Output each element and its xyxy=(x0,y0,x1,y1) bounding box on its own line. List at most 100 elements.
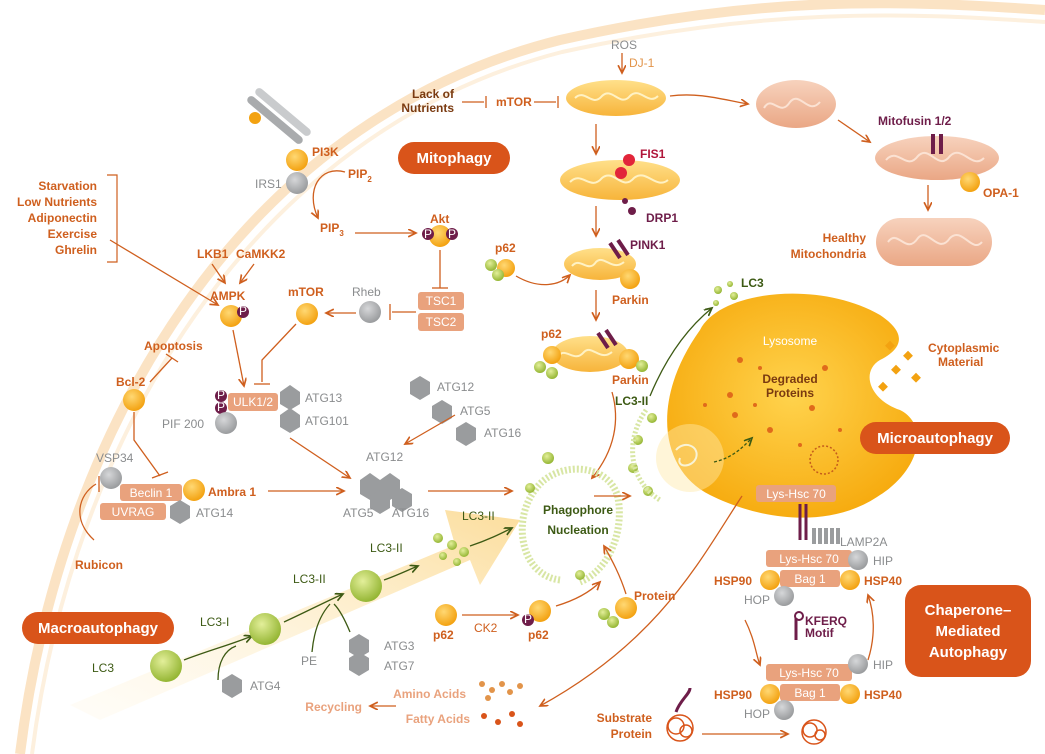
ub-node-4 xyxy=(546,367,558,379)
atg14-hex xyxy=(170,500,190,524)
ampk-label: AMPK xyxy=(210,289,246,303)
akt-phospho-2 xyxy=(446,228,458,240)
bcl2-label: Bcl-2 xyxy=(116,375,146,389)
cytoplasmic-line1: Cytoplasmic xyxy=(928,341,1000,355)
fis1-label: FIS1 xyxy=(640,147,666,161)
hop1-label: HOP xyxy=(744,593,770,607)
lc3i-node xyxy=(249,613,281,645)
ub-node-6 xyxy=(598,608,610,620)
drp1-dot-1 xyxy=(622,198,628,204)
dj1-label: DJ-1 xyxy=(629,56,655,70)
cma-line2: Mediated xyxy=(935,623,1000,640)
beclin-box xyxy=(120,484,182,501)
pink1-icon xyxy=(608,238,630,260)
ub-node-5 xyxy=(636,360,648,372)
rubicon-label: Rubicon xyxy=(75,558,123,572)
beads-to-phagophore-arrow xyxy=(469,528,512,547)
pip3-label: PIP3 xyxy=(320,221,344,238)
ampk-p-text: P xyxy=(239,304,247,318)
opa1-label: OPA-1 xyxy=(983,186,1019,200)
ulk-p1-text: P xyxy=(217,388,225,402)
p62-p-text: P xyxy=(524,612,532,626)
pi3k-node xyxy=(286,149,308,171)
ampk-to-ulk-arrow xyxy=(232,329,244,386)
p62-phospho xyxy=(522,614,534,626)
hip1-node xyxy=(848,550,868,570)
hsp90-label-2: HSP90 xyxy=(714,688,752,702)
substrate-line1: Substrate xyxy=(597,711,653,725)
tsc1-label: TSC1 xyxy=(426,294,457,308)
atg4-feed xyxy=(217,645,237,681)
beclin-inhibit-bar xyxy=(151,471,169,479)
bag1-label: Bag 1 xyxy=(794,572,826,586)
autophagosome-cargo xyxy=(675,443,698,467)
lyshsc-inner-box xyxy=(756,485,836,502)
mitophagy-pill xyxy=(398,142,510,174)
ulk-phospho-1 xyxy=(215,390,227,402)
lc3ii-lys-label: LC3-II xyxy=(615,394,648,408)
healthy-line1: Healthy xyxy=(823,231,867,245)
mito-to-healthy-arrow xyxy=(669,94,748,104)
lack-nutrients-line1: Lack of xyxy=(412,87,455,101)
amino-acids-label: Amino Acids xyxy=(393,687,466,701)
microautophagy-title: Microautophagy xyxy=(877,430,993,447)
ub-node-7 xyxy=(607,616,619,628)
mitofusin-icon-1 xyxy=(931,134,935,154)
lyshsc1-label: Lys-Hsc 70 xyxy=(779,552,839,566)
ub-node-1 xyxy=(485,259,497,271)
lysosome-lc3-beads xyxy=(628,413,657,496)
stimulus-ghrelin: Ghrelin xyxy=(55,243,97,257)
phagophore-line2: Nucleation xyxy=(547,523,608,537)
lysosome xyxy=(667,293,918,518)
beclin-label: Beclin 1 xyxy=(130,486,173,500)
atg5-label: ATG5 xyxy=(343,506,374,520)
atg12-top-label: ATG12 xyxy=(437,380,474,394)
stimulus-exercise: Exercise xyxy=(48,227,98,241)
drp1-dot-2 xyxy=(628,207,636,215)
atg7-label: ATG7 xyxy=(384,659,415,673)
rubicon-inhibits-vsp34 xyxy=(79,483,97,541)
ub-node-3 xyxy=(534,361,546,373)
microautophagy-cargo xyxy=(809,445,839,475)
pi3k-label: PI3K xyxy=(312,145,339,159)
cytoplasmic-line2: Material xyxy=(938,355,983,369)
pif200-label: PIF 200 xyxy=(162,417,204,431)
lc3i-to-lc3ii-arrow xyxy=(283,594,343,623)
ambra-node xyxy=(183,479,205,501)
tsc2-box xyxy=(418,313,464,331)
hsp90-node-1 xyxy=(760,570,780,590)
ck2-label: CK2 xyxy=(474,621,498,635)
atg12-label: ATG12 xyxy=(366,450,403,464)
lkb1-label: LKB1 xyxy=(197,247,229,261)
atg4-label: ATG4 xyxy=(250,679,281,693)
lamp2a-receptor xyxy=(812,528,840,544)
akt-label: Akt xyxy=(430,212,449,226)
akt-p2-text: P xyxy=(448,227,456,241)
phagophore-membrane xyxy=(518,465,623,586)
mitophagy-title: Mitophagy xyxy=(417,150,493,167)
atg-complex xyxy=(360,473,412,514)
lc3-label: LC3 xyxy=(92,661,114,675)
atg3-label: ATG3 xyxy=(384,639,415,653)
atg3-hex xyxy=(349,634,369,658)
bag2-label: Bag 1 xyxy=(794,686,826,700)
phagophore-line1: Phagophore xyxy=(543,503,613,517)
ub-node-2 xyxy=(492,269,504,281)
mtor-inhibits-ulk xyxy=(261,323,297,382)
substrate-line2: Protein xyxy=(611,727,652,741)
p62-node-c xyxy=(435,604,457,626)
pip2-to-pip3-arrow xyxy=(313,170,346,218)
lc3ii-beads xyxy=(433,533,469,566)
macroautophagy-arrow xyxy=(70,510,520,720)
lc3ii-label-1: LC3-II xyxy=(293,572,326,586)
atg13-hex xyxy=(280,385,300,410)
mito-to-phagophore-arrow xyxy=(592,391,617,478)
atg7-hex xyxy=(349,652,369,676)
stimulus-low-nutrients: Low Nutrients xyxy=(17,195,97,209)
lkb1-arrow xyxy=(211,263,225,283)
atg-complex-top xyxy=(410,376,476,446)
p62-label-a: p62 xyxy=(495,241,516,255)
p62-to-phagophore-arrow xyxy=(555,582,600,607)
mtor-node xyxy=(296,303,318,325)
ulk-to-atg-arrow xyxy=(289,437,350,478)
